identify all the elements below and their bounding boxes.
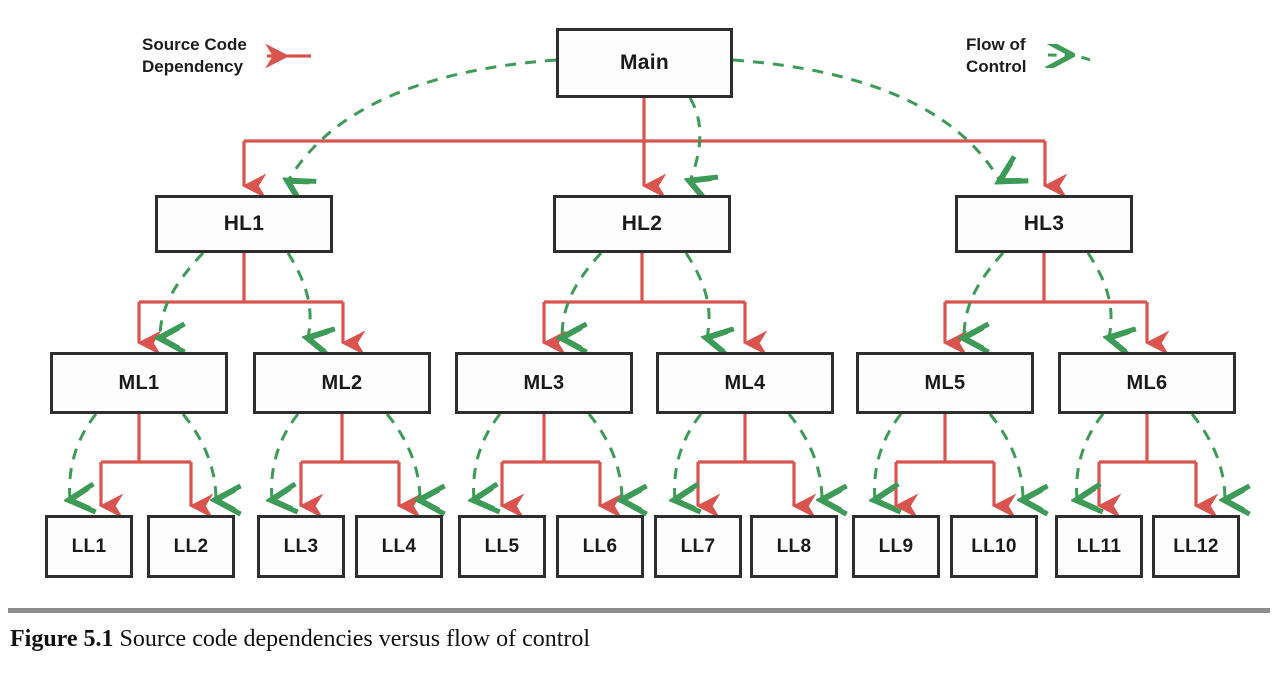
node-label: LL3 (283, 535, 319, 557)
legend-source-code-dependency: Source Code Dependency (142, 34, 313, 78)
legend-flow-of-control: Flow of Control (966, 34, 1092, 78)
node-label: HL3 (1023, 212, 1065, 235)
node-ll9[interactable]: LL9 (852, 515, 940, 578)
node-label: ML1 (118, 371, 160, 394)
node-label: LL6 (582, 535, 618, 557)
legend-source-code-dependency-label: Source Code Dependency (142, 35, 247, 76)
node-ll7[interactable]: LL7 (654, 515, 742, 578)
node-ll1[interactable]: LL1 (45, 515, 133, 578)
node-label: LL8 (776, 535, 812, 557)
node-ll12[interactable]: LL12 (1152, 515, 1240, 578)
figure-caption-label: Figure 5.1 (10, 626, 114, 652)
node-ll6[interactable]: LL6 (556, 515, 644, 578)
node-label: HL1 (223, 212, 265, 235)
node-label: ML4 (724, 371, 766, 394)
caption-divider (8, 608, 1270, 613)
legend-flow-of-control-label: Flow of Control (966, 35, 1027, 76)
edge-layer (0, 58, 1280, 519)
figure-caption: Figure 5.1 Source code dependencies vers… (10, 626, 1270, 653)
node-ml2[interactable]: ML2 (253, 352, 431, 414)
control-edges (70, 58, 1225, 500)
node-ll2[interactable]: LL2 (147, 515, 235, 578)
node-label: ML6 (1126, 371, 1168, 394)
node-label: Main (619, 51, 670, 74)
node-label: LL9 (878, 535, 914, 557)
node-ml6[interactable]: ML6 (1058, 352, 1236, 414)
node-label: LL4 (381, 535, 417, 557)
node-ml1[interactable]: ML1 (50, 352, 228, 414)
diagram-canvas: Main HL1 HL2 HL3 ML1 ML2 ML3 ML4 ML5 ML6 (0, 28, 1280, 578)
node-ll3[interactable]: LL3 (257, 515, 345, 578)
node-ll10[interactable]: LL10 (950, 515, 1038, 578)
node-hl3[interactable]: HL3 (955, 195, 1133, 253)
dependency-edges (99, 98, 1219, 519)
node-ll8[interactable]: LL8 (750, 515, 838, 578)
node-label: LL11 (1076, 535, 1122, 557)
node-label: LL2 (173, 535, 209, 557)
left-arrow-solid-red-icon (264, 43, 311, 68)
node-ml4[interactable]: ML4 (656, 352, 834, 414)
node-label: ML2 (321, 371, 363, 394)
node-label: LL5 (484, 535, 520, 557)
figure-caption-text: Source code dependencies versus flow of … (113, 626, 591, 652)
node-label: LL7 (680, 535, 716, 557)
node-ll5[interactable]: LL5 (458, 515, 546, 578)
node-label: HL2 (621, 212, 663, 235)
node-label: ML5 (924, 371, 966, 394)
node-main[interactable]: Main (556, 28, 733, 98)
node-label: LL1 (71, 535, 107, 557)
node-ml5[interactable]: ML5 (856, 352, 1034, 414)
left-arrow-dashed-green-icon (1036, 44, 1091, 68)
node-label: LL12 (1173, 535, 1219, 557)
node-hl2[interactable]: HL2 (553, 195, 731, 253)
node-ll4[interactable]: LL4 (355, 515, 443, 578)
node-hl1[interactable]: HL1 (155, 195, 333, 253)
node-label: ML3 (523, 371, 565, 394)
node-label: LL10 (971, 535, 1017, 557)
node-ml3[interactable]: ML3 (455, 352, 633, 414)
node-ll11[interactable]: LL11 (1055, 515, 1143, 578)
